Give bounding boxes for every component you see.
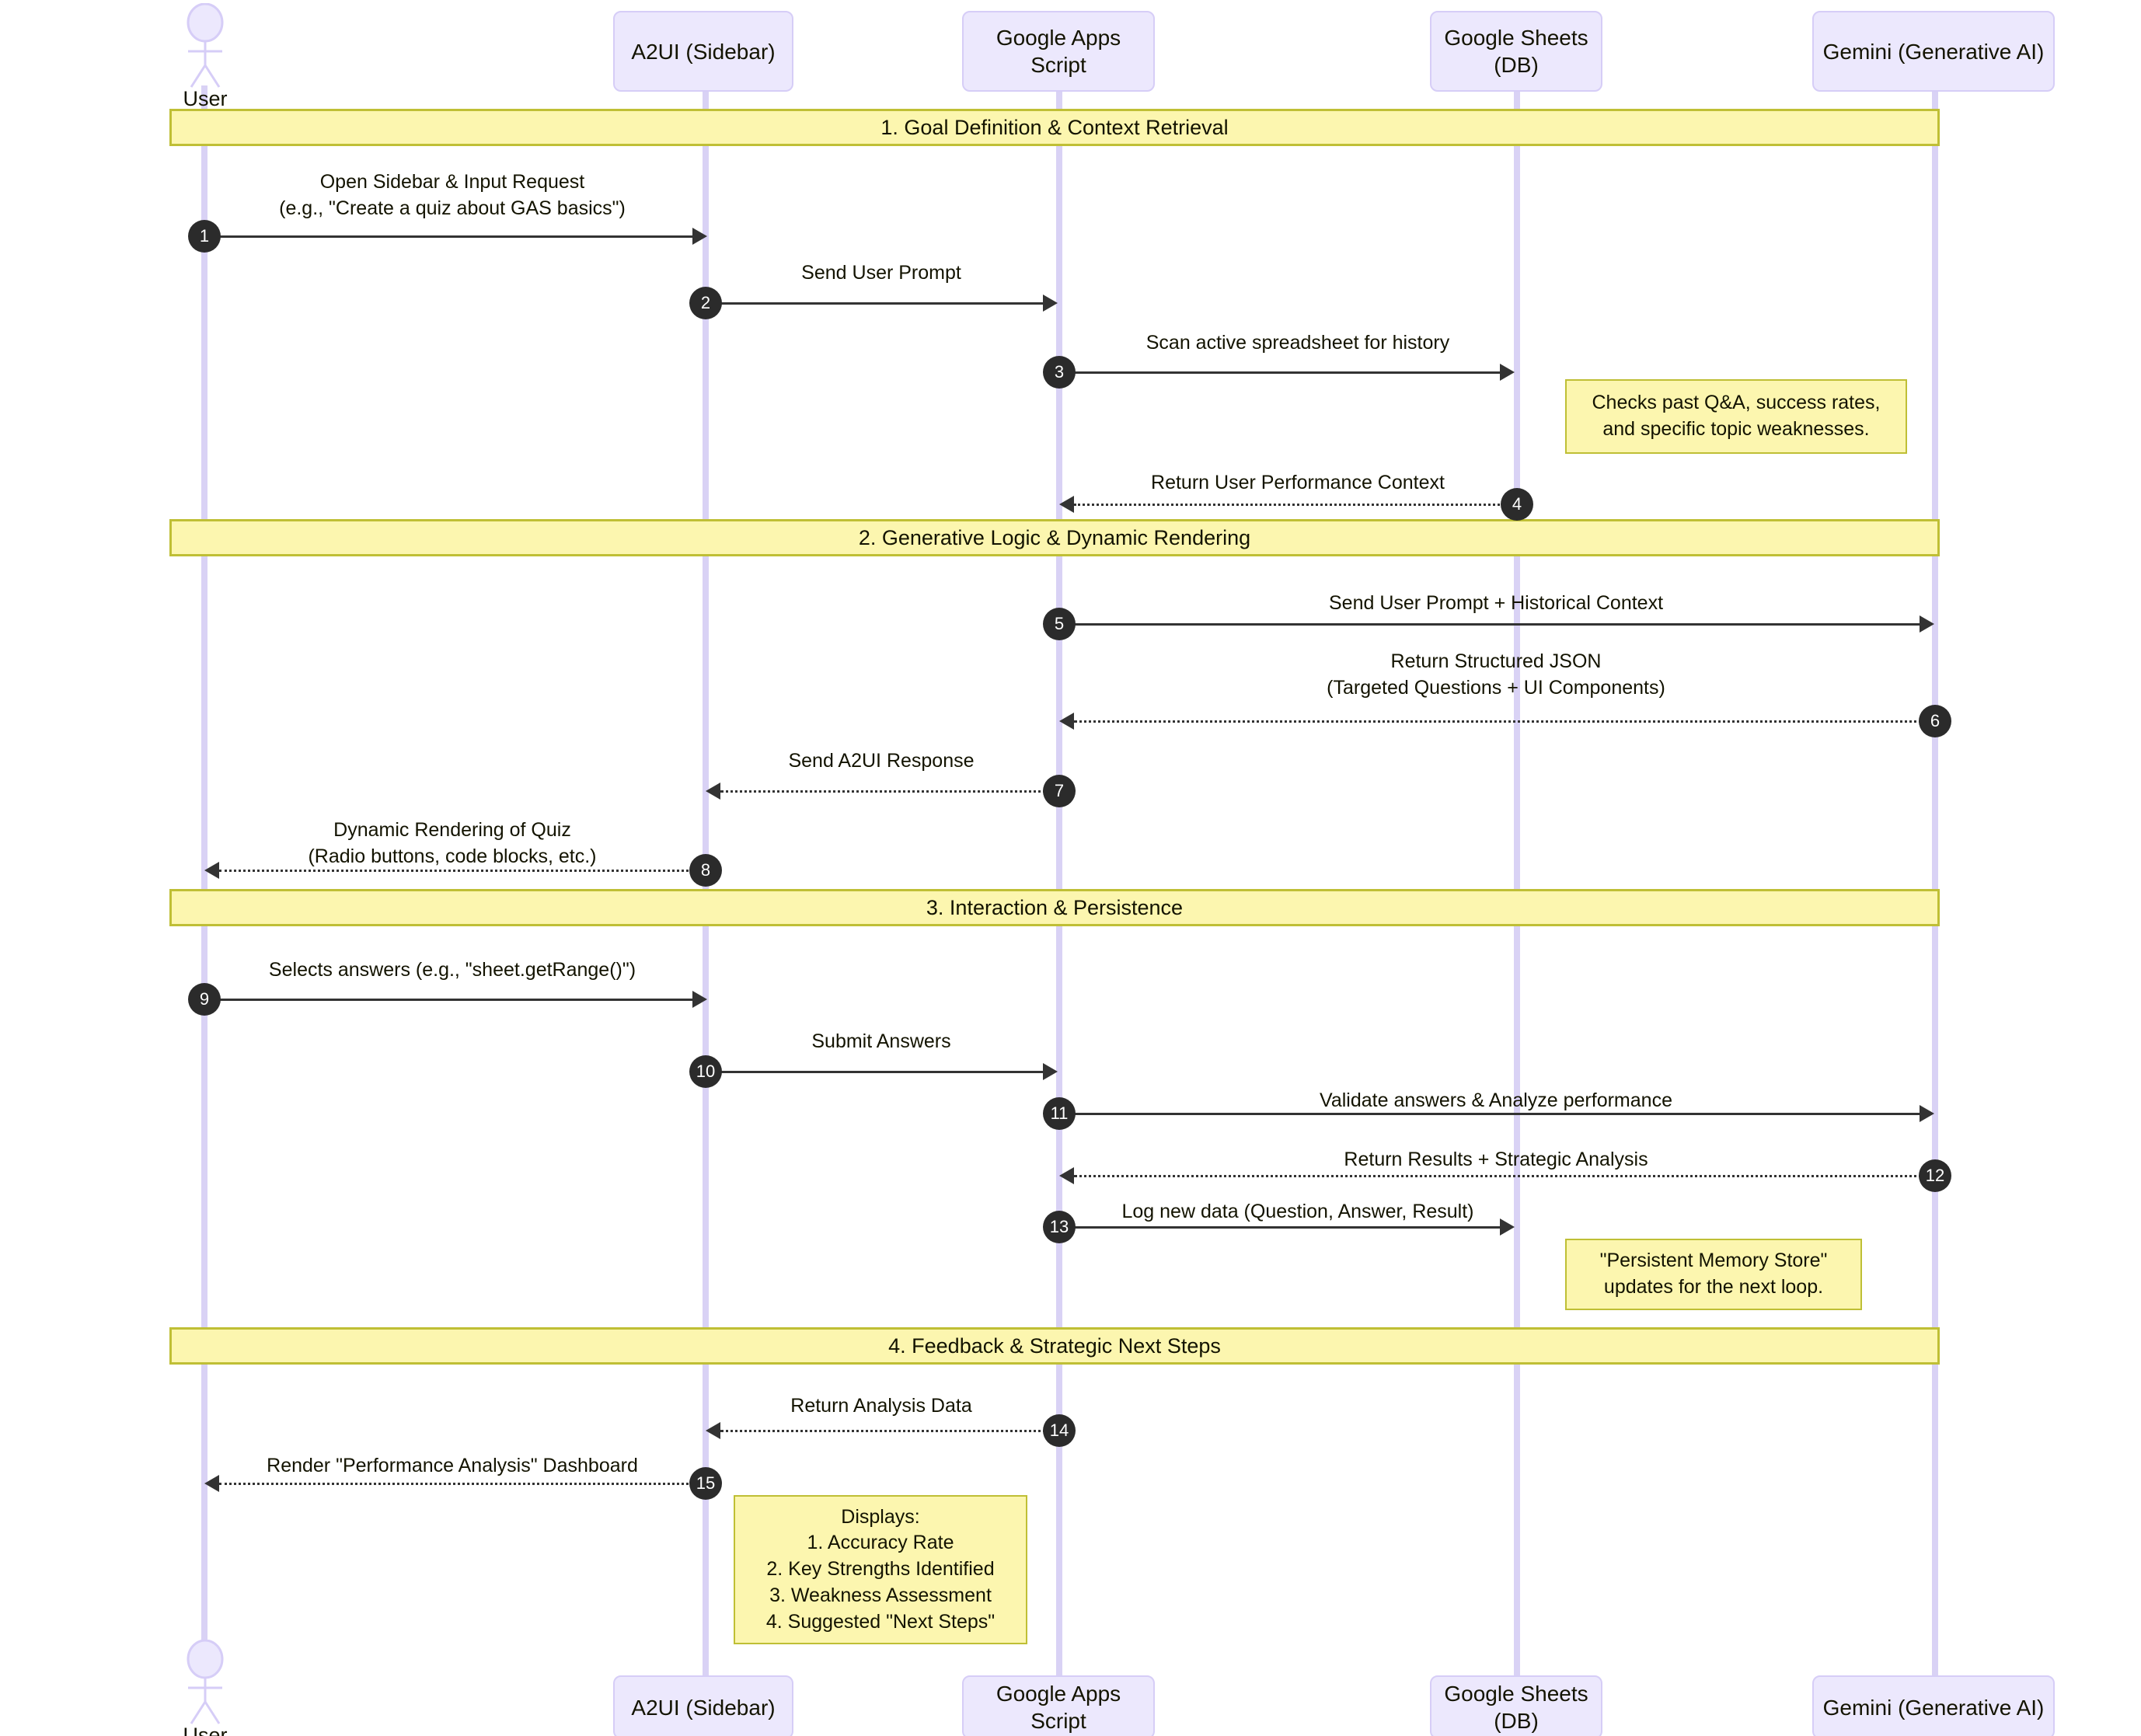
message-arrowhead-5 bbox=[1920, 615, 1934, 633]
section-band-4: 4. Feedback & Strategic Next Steps bbox=[169, 1327, 1940, 1365]
message-label-9: Selects answers (e.g., "sheet.getRange()… bbox=[268, 959, 636, 981]
message-line-1 bbox=[204, 235, 694, 238]
lifeline-sheets bbox=[1514, 92, 1520, 1675]
lifeline-gemini bbox=[1932, 92, 1938, 1675]
message-line-13 bbox=[1059, 1226, 1508, 1229]
sequence-badge-3: 3 bbox=[1043, 356, 1076, 389]
message-label-3: Scan active spreadsheet for history bbox=[1145, 332, 1450, 354]
message-label-4: Return User Performance Context bbox=[1151, 472, 1445, 493]
participant-gas-bottom[interactable]: Google Apps Script bbox=[962, 1675, 1155, 1736]
sequence-badge-9: 9 bbox=[188, 983, 221, 1016]
sequence-badge-7: 7 bbox=[1043, 775, 1076, 807]
message-label-7: Send A2UI Response bbox=[788, 750, 975, 772]
message-line-14 bbox=[720, 1430, 1056, 1432]
message-arrowhead-2 bbox=[1043, 295, 1058, 312]
message-arrowhead-14 bbox=[706, 1422, 720, 1439]
section-band-1: 1. Goal Definition & Context Retrieval bbox=[169, 109, 1940, 146]
message-line-12 bbox=[1074, 1175, 1937, 1177]
sequence-badge-6: 6 bbox=[1919, 705, 1951, 737]
section-band-3: 3. Interaction & Persistence bbox=[169, 889, 1940, 926]
message-arrowhead-10 bbox=[1043, 1063, 1058, 1080]
note-memory-store: "Persistent Memory Store" updates for th… bbox=[1565, 1239, 1862, 1310]
message-arrowhead-9 bbox=[692, 991, 707, 1008]
message-label-5: Send User Prompt + Historical Context bbox=[1328, 592, 1664, 614]
sequence-badge-11: 11 bbox=[1043, 1097, 1076, 1130]
sequence-badge-10: 10 bbox=[689, 1055, 722, 1088]
message-label-11: Validate answers & Analyze performance bbox=[1320, 1089, 1672, 1111]
sequence-badge-13: 13 bbox=[1043, 1211, 1076, 1243]
participant-gas-top[interactable]: Google Apps Script bbox=[962, 11, 1155, 92]
actor-label-user-bottom: User bbox=[183, 1724, 228, 1736]
message-line-6 bbox=[1074, 720, 1937, 723]
actor-user-bottom bbox=[173, 1639, 238, 1725]
message-label-2: Send User Prompt bbox=[801, 262, 961, 284]
message-label-10: Submit Answers bbox=[811, 1030, 951, 1052]
message-arrowhead-8 bbox=[204, 862, 219, 879]
message-line-4 bbox=[1074, 504, 1519, 506]
message-line-3 bbox=[1059, 371, 1508, 374]
message-arrowhead-7 bbox=[706, 783, 720, 800]
message-label-8: Dynamic Rendering of Quiz (Radio buttons… bbox=[308, 819, 597, 867]
message-label-6: Return Structured JSON (Targeted Questio… bbox=[1327, 650, 1665, 699]
sequence-badge-14: 14 bbox=[1043, 1414, 1076, 1447]
user-stick-figure-icon bbox=[187, 1639, 224, 1724]
sequence-badge-1: 1 bbox=[188, 220, 221, 253]
sequence-badge-2: 2 bbox=[689, 287, 722, 319]
sequence-badge-12: 12 bbox=[1919, 1159, 1951, 1192]
section-band-2: 2. Generative Logic & Dynamic Rendering bbox=[169, 519, 1940, 556]
message-line-11 bbox=[1059, 1113, 1928, 1115]
sequence-badge-5: 5 bbox=[1043, 608, 1076, 640]
message-arrowhead-3 bbox=[1500, 364, 1515, 381]
actor-label-user-top: User bbox=[183, 87, 228, 110]
message-line-2 bbox=[706, 302, 1051, 305]
note-sheets-history: Checks past Q&A, success rates, and spec… bbox=[1565, 379, 1907, 454]
message-label-1: Open Sidebar & Input Request (e.g., "Cre… bbox=[279, 171, 626, 219]
message-line-8 bbox=[219, 870, 703, 872]
message-label-15: Render "Performance Analysis" Dashboard bbox=[267, 1455, 638, 1476]
message-label-14: Return Analysis Data bbox=[790, 1395, 972, 1417]
note-displays: Displays: 1. Accuracy Rate 2. Key Streng… bbox=[734, 1495, 1027, 1644]
lifeline-gas bbox=[1056, 92, 1062, 1675]
participant-gemini-top[interactable]: Gemini (Generative AI) bbox=[1812, 11, 2055, 92]
participant-sheets-top[interactable]: Google Sheets (DB) bbox=[1430, 11, 1602, 92]
message-line-10 bbox=[706, 1071, 1051, 1073]
message-arrowhead-6 bbox=[1059, 713, 1074, 730]
message-line-5 bbox=[1059, 623, 1928, 626]
message-arrowhead-12 bbox=[1059, 1167, 1074, 1184]
message-line-15 bbox=[219, 1483, 703, 1485]
message-label-12: Return Results + Strategic Analysis bbox=[1344, 1149, 1648, 1170]
actor-user-top bbox=[173, 2, 238, 89]
message-arrowhead-15 bbox=[204, 1475, 219, 1492]
message-arrowhead-4 bbox=[1059, 496, 1074, 513]
message-arrowhead-13 bbox=[1500, 1218, 1515, 1236]
participant-a2ui-bottom[interactable]: A2UI (Sidebar) bbox=[613, 1675, 793, 1736]
participant-a2ui-top[interactable]: A2UI (Sidebar) bbox=[613, 11, 793, 92]
user-stick-figure-icon bbox=[187, 2, 224, 88]
message-arrowhead-11 bbox=[1920, 1105, 1934, 1122]
participant-gemini-bottom[interactable]: Gemini (Generative AI) bbox=[1812, 1675, 2055, 1736]
sequence-badge-15: 15 bbox=[689, 1467, 722, 1500]
sequence-badge-4: 4 bbox=[1501, 488, 1533, 521]
participant-sheets-bottom[interactable]: Google Sheets (DB) bbox=[1430, 1675, 1602, 1736]
sequence-badge-8: 8 bbox=[689, 854, 722, 887]
message-arrowhead-1 bbox=[692, 228, 707, 245]
message-line-9 bbox=[204, 999, 694, 1001]
message-label-13: Log new data (Question, Answer, Result) bbox=[1121, 1201, 1474, 1222]
message-line-7 bbox=[720, 790, 1056, 793]
